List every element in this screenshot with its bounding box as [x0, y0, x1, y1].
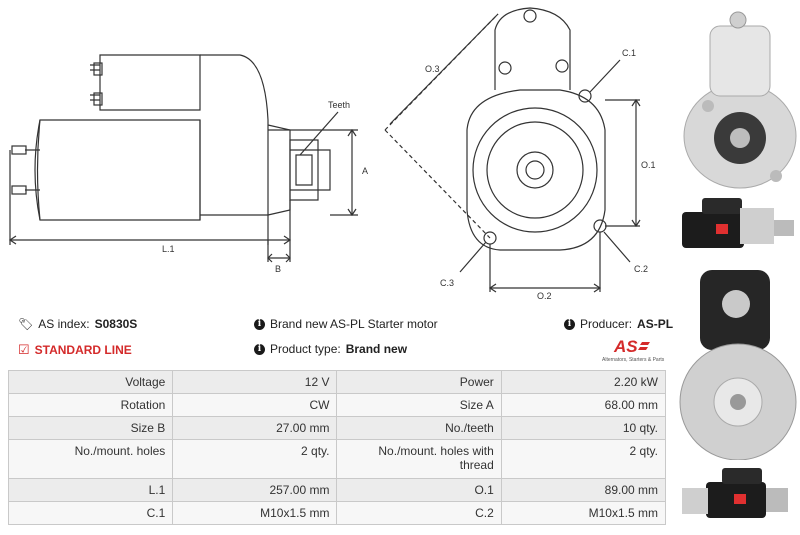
producer-value: AS-PL — [637, 317, 674, 331]
product-type-value: Brand new — [345, 342, 408, 356]
label-l1: L.1 — [162, 244, 175, 254]
spec-value: 12 V — [172, 370, 338, 394]
product-photo-side[interactable] — [676, 192, 800, 256]
spec-label: C.1 — [7, 501, 174, 525]
info-icon: i — [564, 318, 575, 330]
as-index-value: S0830S — [94, 317, 138, 331]
label-teeth: Teeth — [328, 100, 350, 110]
label-o1: O.1 — [641, 160, 656, 170]
spec-value: 10 qty. — [500, 416, 667, 440]
label-a: A — [362, 166, 368, 176]
spec-label: L.1 — [7, 478, 174, 502]
spec-label: No./teeth — [336, 416, 502, 440]
info-icon: i — [254, 318, 265, 330]
product-photo-angle[interactable] — [676, 462, 800, 532]
spec-label: Size B — [7, 416, 174, 440]
spec-label: Voltage — [7, 370, 174, 394]
producer-label: Producer: — [580, 317, 633, 331]
as-index-label: AS index: — [38, 317, 90, 331]
pinion-outline — [289, 139, 319, 201]
motor-body-outline — [36, 119, 201, 221]
flange-outline — [466, 89, 606, 251]
spec-label: Size A — [336, 393, 502, 417]
product-type-label: Product type: — [270, 342, 341, 356]
label-c1: C.1 — [622, 48, 636, 58]
product-photo-front[interactable] — [680, 6, 798, 192]
label-c2: C.2 — [634, 264, 648, 274]
spec-value: 68.00 mm — [500, 393, 667, 417]
label-c3: C.3 — [440, 278, 454, 288]
spec-label: No./mount. holes — [7, 439, 174, 479]
standard-line-label: STANDARD LINE — [34, 343, 132, 357]
spec-label: O.1 — [336, 478, 502, 502]
logo-mark: AS — [613, 337, 638, 356]
spec-label: C.2 — [336, 501, 502, 525]
spec-value: 257.00 mm — [172, 478, 338, 502]
spec-value: 27.00 mm — [172, 416, 338, 440]
brand-row: i Brand new AS-PL Starter motor — [254, 317, 438, 331]
spec-value: 2.20 kW — [500, 370, 667, 394]
label-o2: O.2 — [537, 291, 552, 300]
as-index-row: 🏷︎ AS index: S0830S — [18, 317, 137, 331]
as-pl-logo: AS Alternators, Starters & Parts — [602, 337, 665, 363]
spec-value: 2 qty. — [500, 439, 667, 479]
solenoid-outline — [99, 54, 201, 111]
product-type-row: i Product type: Brand new — [254, 342, 407, 356]
spec-value: 2 qty. — [172, 439, 338, 479]
product-photo-rear[interactable] — [676, 264, 800, 460]
spec-label: No./mount. holes with thread — [336, 439, 502, 479]
standard-line-row: ☑ STANDARD LINE — [18, 342, 132, 358]
logo-tagline: Alternators, Starters & Parts — [602, 357, 665, 363]
spec-label: Power — [336, 370, 502, 394]
checkbox-icon: ☑ — [18, 342, 30, 357]
producer-row: i Producer: AS-PL — [564, 317, 673, 331]
spec-label: Rotation — [7, 393, 174, 417]
technical-drawing: Teeth A L.1 B O.3 C.1 O.1 C.3 O.2 C.2 — [8, 7, 656, 300]
tag-icon: 🏷︎ — [18, 317, 34, 331]
product-photos — [672, 0, 800, 535]
mount-hole-c1 — [578, 89, 592, 103]
label-b: B — [275, 264, 281, 274]
brand-text: Brand new AS-PL Starter motor — [270, 317, 438, 331]
spec-value: M10x1.5 mm — [172, 501, 338, 525]
spec-value: M10x1.5 mm — [500, 501, 667, 525]
spec-value: 89.00 mm — [500, 478, 667, 502]
label-o3: O.3 — [425, 64, 440, 74]
spec-value: CW — [172, 393, 338, 417]
info-icon: i — [254, 343, 265, 355]
